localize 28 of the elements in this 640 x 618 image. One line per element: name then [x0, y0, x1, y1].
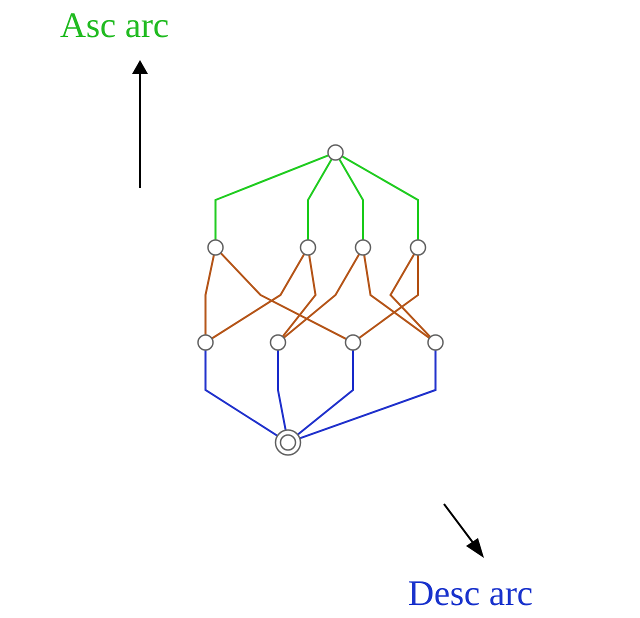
node-circle [269, 334, 286, 351]
connector [204, 350, 278, 437]
node-circle [196, 334, 214, 351]
node-circle [299, 239, 316, 256]
node-circle [354, 239, 371, 256]
connector [296, 350, 354, 436]
node-circle [206, 239, 224, 256]
node-ring [274, 429, 301, 456]
connector [282, 253, 360, 338]
arc-label: Desc arc [408, 572, 533, 614]
node-circle [409, 239, 426, 256]
connector [388, 254, 431, 338]
connector [219, 252, 346, 340]
connector [281, 254, 316, 338]
connector [306, 158, 332, 240]
connector [298, 350, 436, 440]
connector [276, 350, 286, 430]
connector [214, 154, 328, 240]
connector [358, 255, 418, 339]
node-circle [344, 334, 361, 351]
connector [204, 254, 214, 335]
arc-label: Asc arc [60, 4, 169, 46]
connector [210, 253, 305, 340]
node-circle [326, 144, 344, 161]
connector [341, 155, 418, 240]
connector [338, 158, 364, 240]
connector [362, 254, 430, 339]
node-circle [426, 334, 444, 351]
